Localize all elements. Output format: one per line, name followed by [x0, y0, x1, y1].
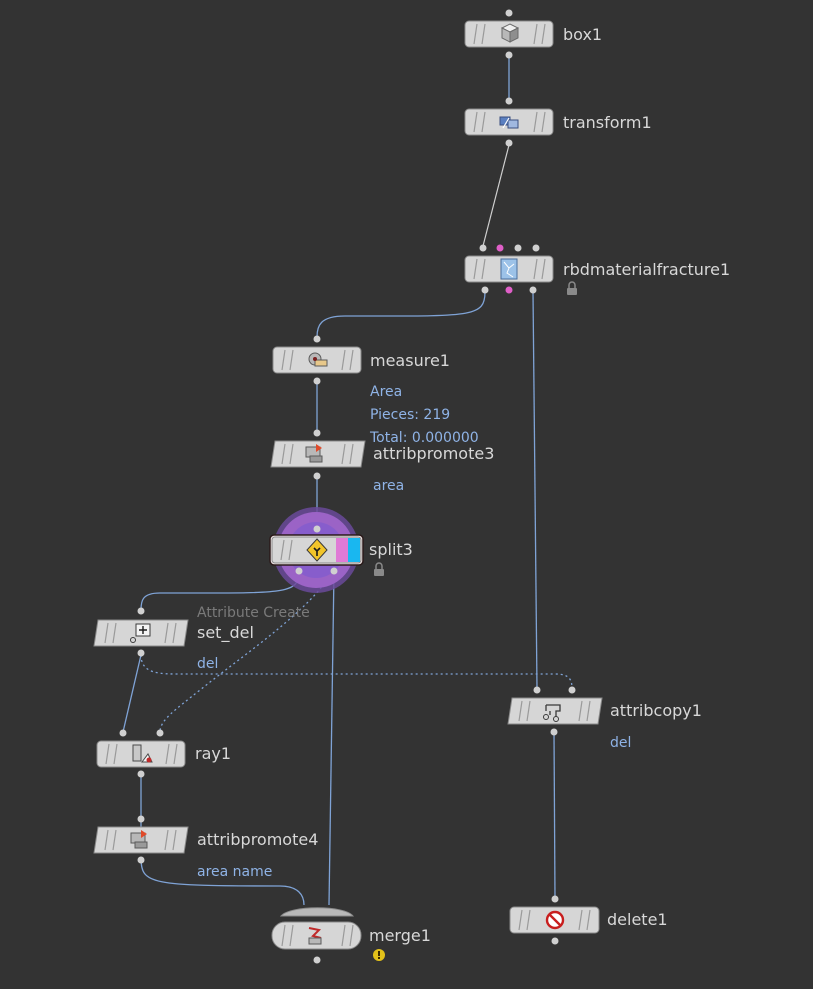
- input-port-1[interactable]: [479, 244, 487, 252]
- attribcreate-icon: [130, 623, 151, 643]
- node-info-line: del: [610, 735, 631, 751]
- node-attribpromote4[interactable]: attribpromote4 area name: [93, 815, 318, 881]
- split-icon: [306, 538, 328, 562]
- wire-split3-merge1[interactable]: [328, 570, 335, 906]
- node-merge1[interactable]: merge1: [271, 907, 431, 964]
- ray-icon: [132, 744, 153, 763]
- input-port-3[interactable]: [514, 244, 522, 252]
- output-port[interactable]: [550, 728, 558, 736]
- node-type-hint: Attribute Create: [197, 605, 310, 621]
- wires: [122, 57, 573, 906]
- node-name: attribpromote3: [373, 444, 494, 463]
- node-info-line: area: [373, 478, 404, 494]
- input-port[interactable]: [313, 429, 321, 437]
- output-port[interactable]: [505, 139, 513, 147]
- output-port[interactable]: [137, 770, 145, 778]
- input-port[interactable]: [137, 815, 145, 823]
- input-port-1[interactable]: [533, 686, 541, 694]
- output-port-1[interactable]: [481, 286, 489, 294]
- transform-icon: [499, 116, 519, 129]
- box-icon: [500, 23, 520, 43]
- wire-attribpromote4-merge1[interactable]: [140, 857, 305, 906]
- node-info-line: Total: 0.000000: [369, 430, 479, 446]
- wire-attribcopy1-delete1[interactable]: [553, 731, 556, 899]
- wire-split3-ray1-dotted[interactable]: [159, 570, 334, 733]
- node-transform1[interactable]: transform1: [464, 97, 652, 147]
- attribcopy-icon: [543, 704, 561, 722]
- output-port-3[interactable]: [529, 286, 537, 294]
- node-attribpromote3[interactable]: attribpromote3 area: [270, 429, 494, 495]
- measure-icon: [308, 352, 328, 367]
- node-info-line: Pieces: 219: [370, 407, 450, 423]
- input-port[interactable]: [551, 895, 559, 903]
- input-port-4[interactable]: [532, 244, 540, 252]
- node-name: split3: [369, 540, 413, 559]
- display-flag[interactable]: [348, 538, 360, 562]
- input-port[interactable]: [505, 97, 513, 105]
- node-rbdmaterialfracture1[interactable]: rbdmaterialfracture1: [464, 244, 730, 296]
- input-port[interactable]: [313, 525, 321, 533]
- node-ray1[interactable]: ray1: [96, 729, 231, 778]
- output-port[interactable]: [313, 472, 321, 480]
- output-port[interactable]: [137, 856, 145, 864]
- node-name: measure1: [370, 351, 450, 370]
- output-port[interactable]: [313, 377, 321, 385]
- delete-icon: [545, 910, 565, 930]
- output-port-1[interactable]: [295, 567, 303, 575]
- wire-rbd-measure1[interactable]: [316, 291, 486, 338]
- attribpromote-icon: [130, 830, 148, 849]
- input-port[interactable]: [313, 335, 321, 343]
- node-box1[interactable]: box1: [464, 9, 602, 59]
- output-port-2[interactable]: [330, 567, 338, 575]
- rbd-fracture-icon: [500, 258, 518, 280]
- input-port-2[interactable]: [156, 729, 164, 737]
- node-name: attribpromote4: [197, 830, 318, 849]
- input-port-2[interactable]: [496, 244, 504, 252]
- node-name: box1: [563, 25, 602, 44]
- wire-set_del-attribcopy1-dotted[interactable]: [140, 654, 573, 690]
- attribpromote-icon: [305, 444, 323, 463]
- template-flag[interactable]: [336, 538, 348, 562]
- warning-icon[interactable]: [373, 949, 385, 961]
- merge-input-bar[interactable]: [279, 907, 354, 917]
- node-name: transform1: [563, 113, 652, 132]
- output-port[interactable]: [551, 937, 559, 945]
- lock-icon[interactable]: [567, 281, 577, 295]
- lock-icon[interactable]: [374, 562, 384, 576]
- output-port[interactable]: [313, 956, 321, 964]
- output-port[interactable]: [505, 51, 513, 59]
- node-info-line: area name: [197, 864, 272, 880]
- input-port[interactable]: [505, 9, 513, 17]
- node-name: delete1: [607, 910, 668, 929]
- node-delete1[interactable]: delete1: [509, 895, 668, 945]
- node-measure1[interactable]: measure1 Area Pieces: 219 Total: 0.00000…: [272, 335, 479, 447]
- node-name: attribcopy1: [610, 701, 702, 720]
- node-set_del[interactable]: Attribute Create set_del del: [93, 605, 310, 672]
- node-attribcopy1[interactable]: attribcopy1 del: [507, 686, 702, 752]
- node-name: ray1: [195, 744, 231, 763]
- wire-rbd-attribcopy1[interactable]: [532, 291, 538, 690]
- output-port[interactable]: [137, 649, 145, 657]
- node-info-line: Area: [370, 384, 402, 400]
- node-name: set_del: [197, 623, 254, 643]
- input-port-2[interactable]: [568, 686, 576, 694]
- output-port-2[interactable]: [505, 286, 513, 294]
- merge-icon: [308, 927, 322, 945]
- wire-transform1-rbdmaterialfracture1[interactable]: [482, 144, 510, 247]
- node-split3[interactable]: split3: [269, 507, 413, 593]
- wire-set_del-ray1[interactable]: [122, 654, 142, 733]
- input-port[interactable]: [137, 607, 145, 615]
- input-port-1[interactable]: [119, 729, 127, 737]
- node-name: merge1: [369, 926, 431, 945]
- node-name: rbdmaterialfracture1: [563, 260, 730, 279]
- node-info-line: del: [197, 656, 218, 672]
